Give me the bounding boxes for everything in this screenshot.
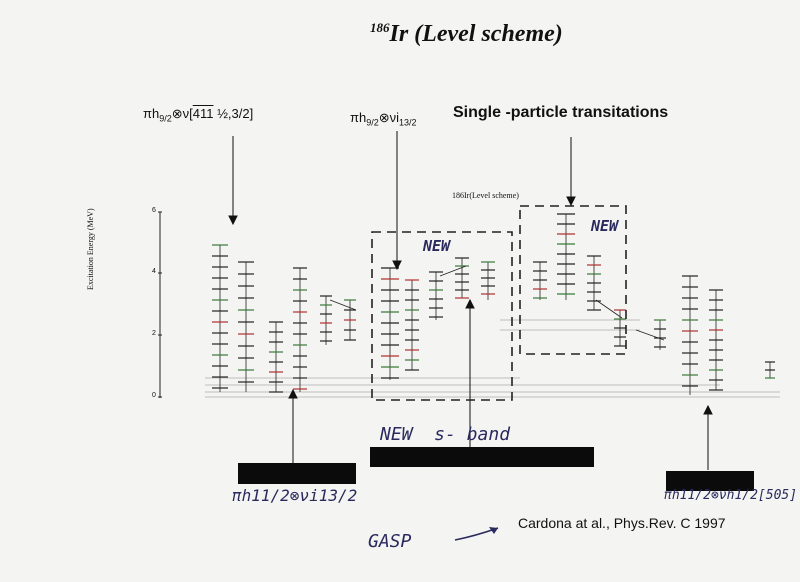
config-label-middle: πh9/2⊗νi13/2 [350,110,417,128]
arrow-head [703,404,713,415]
band-label-right: πh11/2⊗νh1/2[505] [664,488,798,503]
gasp-label: GASP [368,531,412,552]
arrow-head [489,527,498,534]
citation: Cardona at al., Phys.Rev. C 1997 [518,515,726,531]
new-label-2: NEW [591,217,619,235]
band-connection [439,265,467,277]
y-tick-2: 2 [152,330,156,337]
arrow-head [288,388,298,399]
new-band-box-2 [519,205,627,355]
new-band-box-1 [371,231,513,401]
band-connection [595,299,623,319]
y-tick-0: 0 [152,392,156,399]
arrow-head [566,196,576,207]
y-tick-4: 4 [152,268,156,275]
label-arrows [228,131,713,470]
y-tick-6: 6 [152,207,156,214]
single-particle-label: Single -particle transitations [453,104,669,121]
page-title: 186Ir (Level scheme) [370,20,563,47]
s-band-label: NEW s- band [380,424,511,445]
band-connection [635,329,665,341]
redaction-bar [238,463,356,484]
new-label-1: NEW [423,237,451,255]
redaction-bar [666,471,754,491]
band-levels [212,213,775,395]
redaction-bar [370,447,594,467]
arrow-head [392,260,402,271]
band-connection [329,299,357,311]
config-label-left: πh9/2⊗ν[411 ½,3/2] [143,106,254,124]
arrow-head [228,215,238,226]
band-label-left: πh11/2⊗νi13/2 [232,486,358,505]
inner-figure-title: 186Ir(Level scheme) [452,191,519,200]
arrow-head [465,298,475,309]
base-lines [205,319,780,398]
